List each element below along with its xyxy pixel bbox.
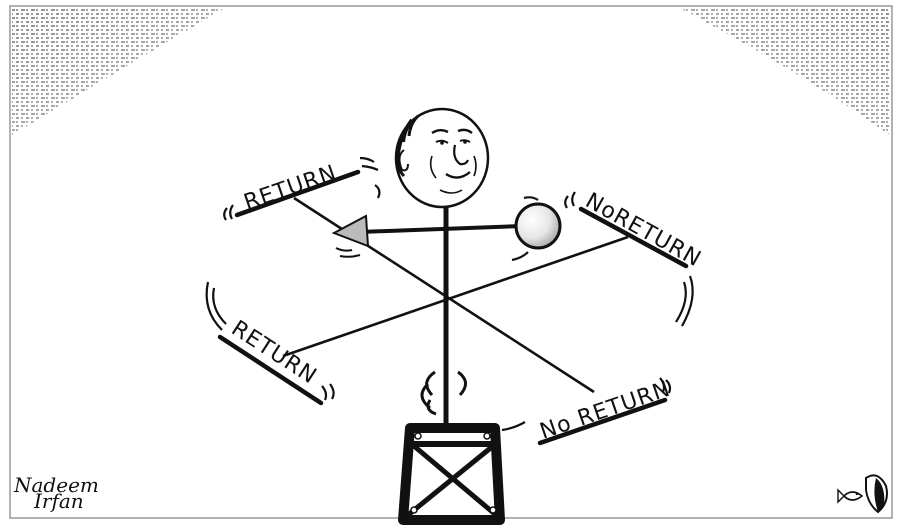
newspaper-mascot-logo [837, 474, 888, 514]
signature-line2: Irfan [33, 489, 84, 513]
arrow-motion-marks [335, 247, 361, 258]
pointer-rod [359, 224, 523, 234]
artist-signature: Nadeem Irfan [13, 473, 99, 513]
rotation-marks-pole [420, 370, 467, 416]
caricature-head [394, 107, 490, 232]
signature-line1: Nadeem [13, 473, 99, 497]
tower-base [398, 423, 505, 525]
counterweight-ball [514, 202, 562, 250]
arrowhead-icon [331, 214, 370, 248]
label-bars [217, 169, 689, 446]
sky-hatching-right [680, 8, 890, 135]
sky-hatching-left [12, 8, 225, 135]
motion-marks [205, 156, 694, 432]
